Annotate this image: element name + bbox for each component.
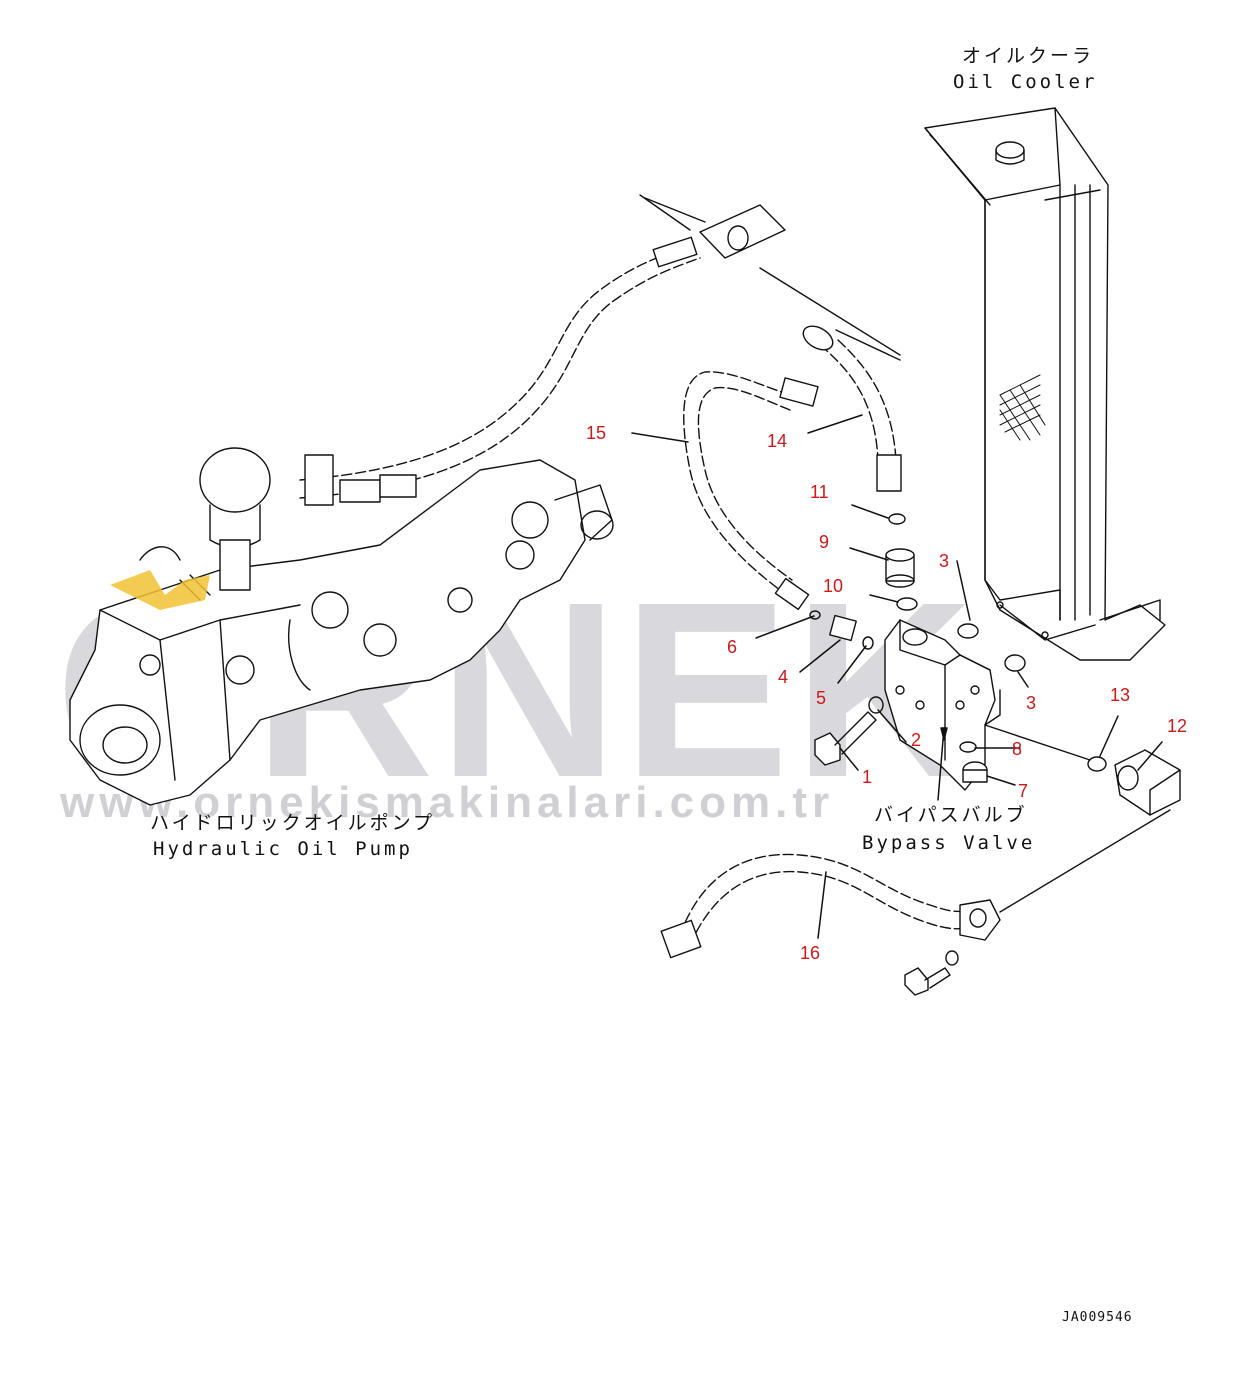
callout-3b: 3 bbox=[1026, 693, 1037, 713]
callout-6: 6 bbox=[727, 637, 738, 657]
hydraulic-pump-drawing bbox=[69, 447, 614, 806]
bypass-label-jp: バイパスバルブ bbox=[874, 804, 1028, 826]
oil-cooler-drawing bbox=[924, 107, 1166, 661]
hose-14-drawing bbox=[802, 325, 902, 492]
hose-16-drawing bbox=[660, 809, 1171, 996]
cooler-grid bbox=[999, 374, 1046, 441]
callout-15: 15 bbox=[586, 423, 607, 443]
callout-13: 13 bbox=[1110, 685, 1131, 705]
callout-11: 11 bbox=[810, 482, 829, 502]
callout-3a: 3 bbox=[939, 551, 950, 571]
bypass-label-en: Bypass Valve bbox=[862, 832, 1036, 854]
hose-upper-drawing bbox=[299, 194, 901, 499]
leader-lines bbox=[631, 414, 1163, 939]
callout-12: 12 bbox=[1167, 716, 1188, 736]
hose-15-drawing bbox=[683, 371, 819, 611]
callout-4: 4 bbox=[778, 667, 789, 687]
callout-1: 1 bbox=[862, 767, 873, 787]
pump-highlight bbox=[110, 570, 210, 610]
callout-9: 9 bbox=[819, 532, 830, 552]
oil-cooler-label-jp: オイルクーラ bbox=[962, 45, 1095, 67]
pump-label-jp: ハイドロリックオイルポンプ bbox=[150, 812, 436, 834]
callout-5: 5 bbox=[816, 688, 827, 708]
callout-2: 2 bbox=[911, 730, 922, 750]
oil-cooler-label-en: Oil Cooler bbox=[953, 71, 1098, 93]
callout-7: 7 bbox=[1018, 781, 1029, 801]
pump-label-en: Hydraulic Oil Pump bbox=[153, 838, 413, 860]
drawing-code: JA009546 bbox=[1062, 1310, 1133, 1325]
callout-16: 16 bbox=[800, 943, 821, 963]
callout-10: 10 bbox=[823, 576, 844, 596]
small-parts-drawing bbox=[809, 513, 1181, 816]
callout-14: 14 bbox=[767, 431, 788, 451]
callout-8: 8 bbox=[1012, 739, 1023, 759]
